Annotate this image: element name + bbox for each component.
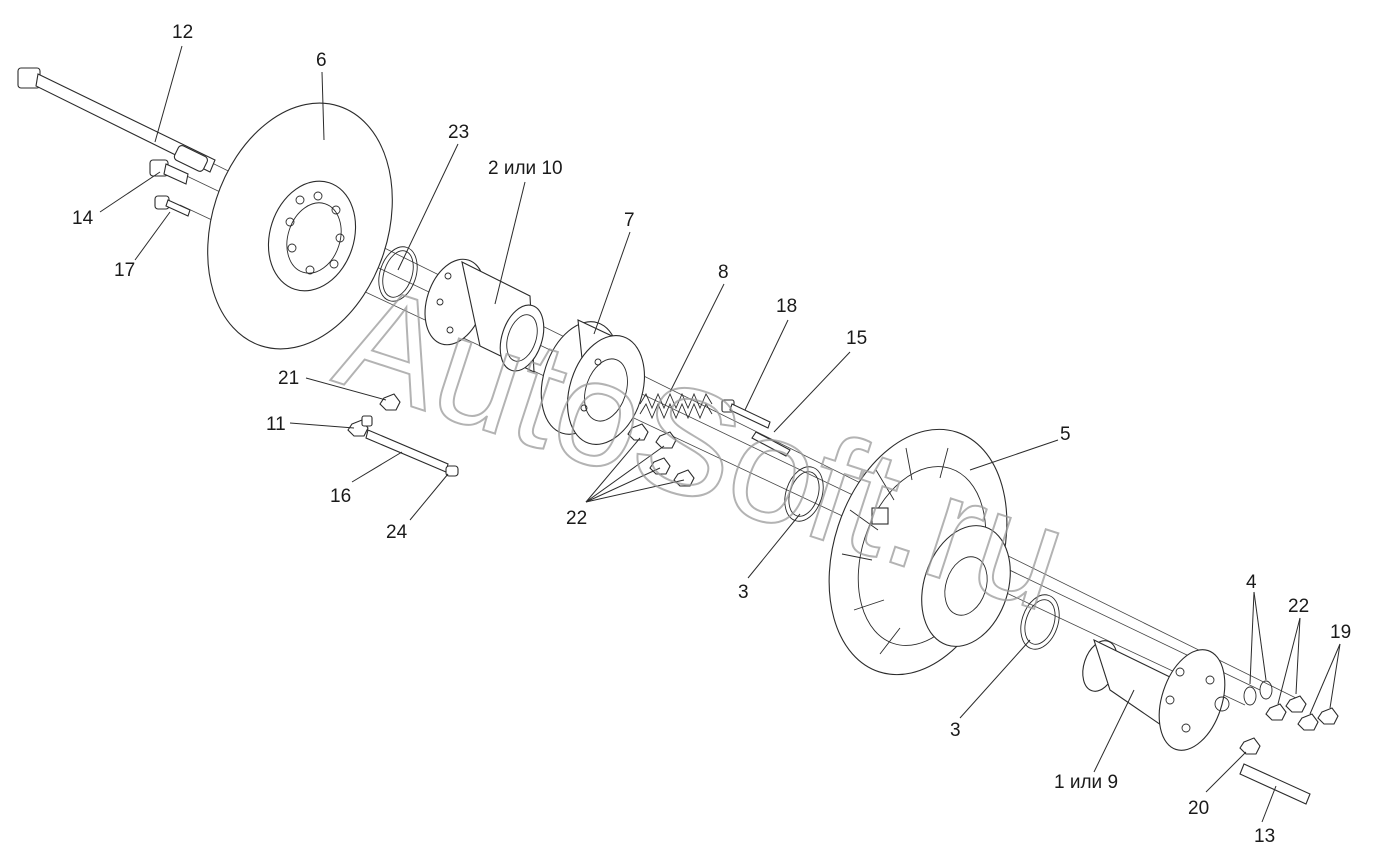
part-17-bolt: [154, 195, 191, 217]
part-23-snap-ring: [378, 246, 418, 302]
leader-lines: [99, 45, 1341, 823]
part-13-pin: [1239, 763, 1311, 805]
part-21-nut: [379, 393, 401, 411]
label-22-right: 22: [1288, 596, 1309, 617]
label-14: 14: [72, 208, 94, 229]
part-19-nuts: [1297, 707, 1339, 731]
part-14-bolt: [149, 159, 189, 185]
part-22-nuts-right: [1265, 695, 1307, 721]
label-6: 6: [316, 50, 327, 71]
label-3-lower: 3: [950, 720, 961, 741]
part-20-nut: [1239, 737, 1261, 755]
label-8: 8: [718, 262, 729, 283]
part-8-spring: [639, 392, 713, 420]
label-21: 21: [278, 368, 299, 389]
part-6-disc: [207, 102, 393, 350]
label-12: 12: [172, 22, 193, 43]
label-23: 23: [448, 122, 469, 143]
label-24: 24: [386, 522, 408, 543]
label-17: 17: [114, 260, 135, 281]
label-16: 16: [330, 486, 351, 507]
part-15-pin: [751, 431, 791, 457]
part-3-ring-upper: [784, 466, 824, 522]
callout-labels: 12 6 23 2 или 10 14 17 7 8 18 15 21 11 1…: [72, 22, 1351, 847]
part-3-ring-lower: [1020, 594, 1060, 650]
watermark: AutoSoft.ru: [320, 251, 1086, 643]
part-4-washers: [1243, 680, 1273, 706]
part-5-finned-disc: [828, 428, 1011, 676]
label-20: 20: [1188, 798, 1209, 819]
label-3-upper: 3: [738, 582, 749, 603]
part-2-or-10-hub: [424, 258, 545, 373]
part-1-or-9-shaft: [1082, 638, 1230, 751]
part-24-cap: [445, 465, 459, 477]
part-7-drum: [540, 319, 645, 445]
label-7: 7: [624, 210, 635, 231]
label-15: 15: [846, 328, 867, 349]
label-5: 5: [1060, 424, 1071, 445]
part-11-fitting: [347, 415, 373, 437]
part-12-long-bolt: [17, 67, 216, 173]
label-13: 13: [1254, 826, 1275, 847]
label-2-or-10: 2 или 10: [488, 158, 563, 179]
label-1-or-9: 1 или 9: [1054, 772, 1118, 793]
label-4: 4: [1246, 572, 1257, 593]
label-11: 11: [266, 414, 286, 435]
label-18: 18: [776, 296, 797, 317]
part-22-nuts-group: [627, 423, 695, 487]
part-18-pin: [721, 399, 771, 429]
label-19: 19: [1330, 622, 1351, 643]
label-22-middle: 22: [566, 508, 587, 529]
